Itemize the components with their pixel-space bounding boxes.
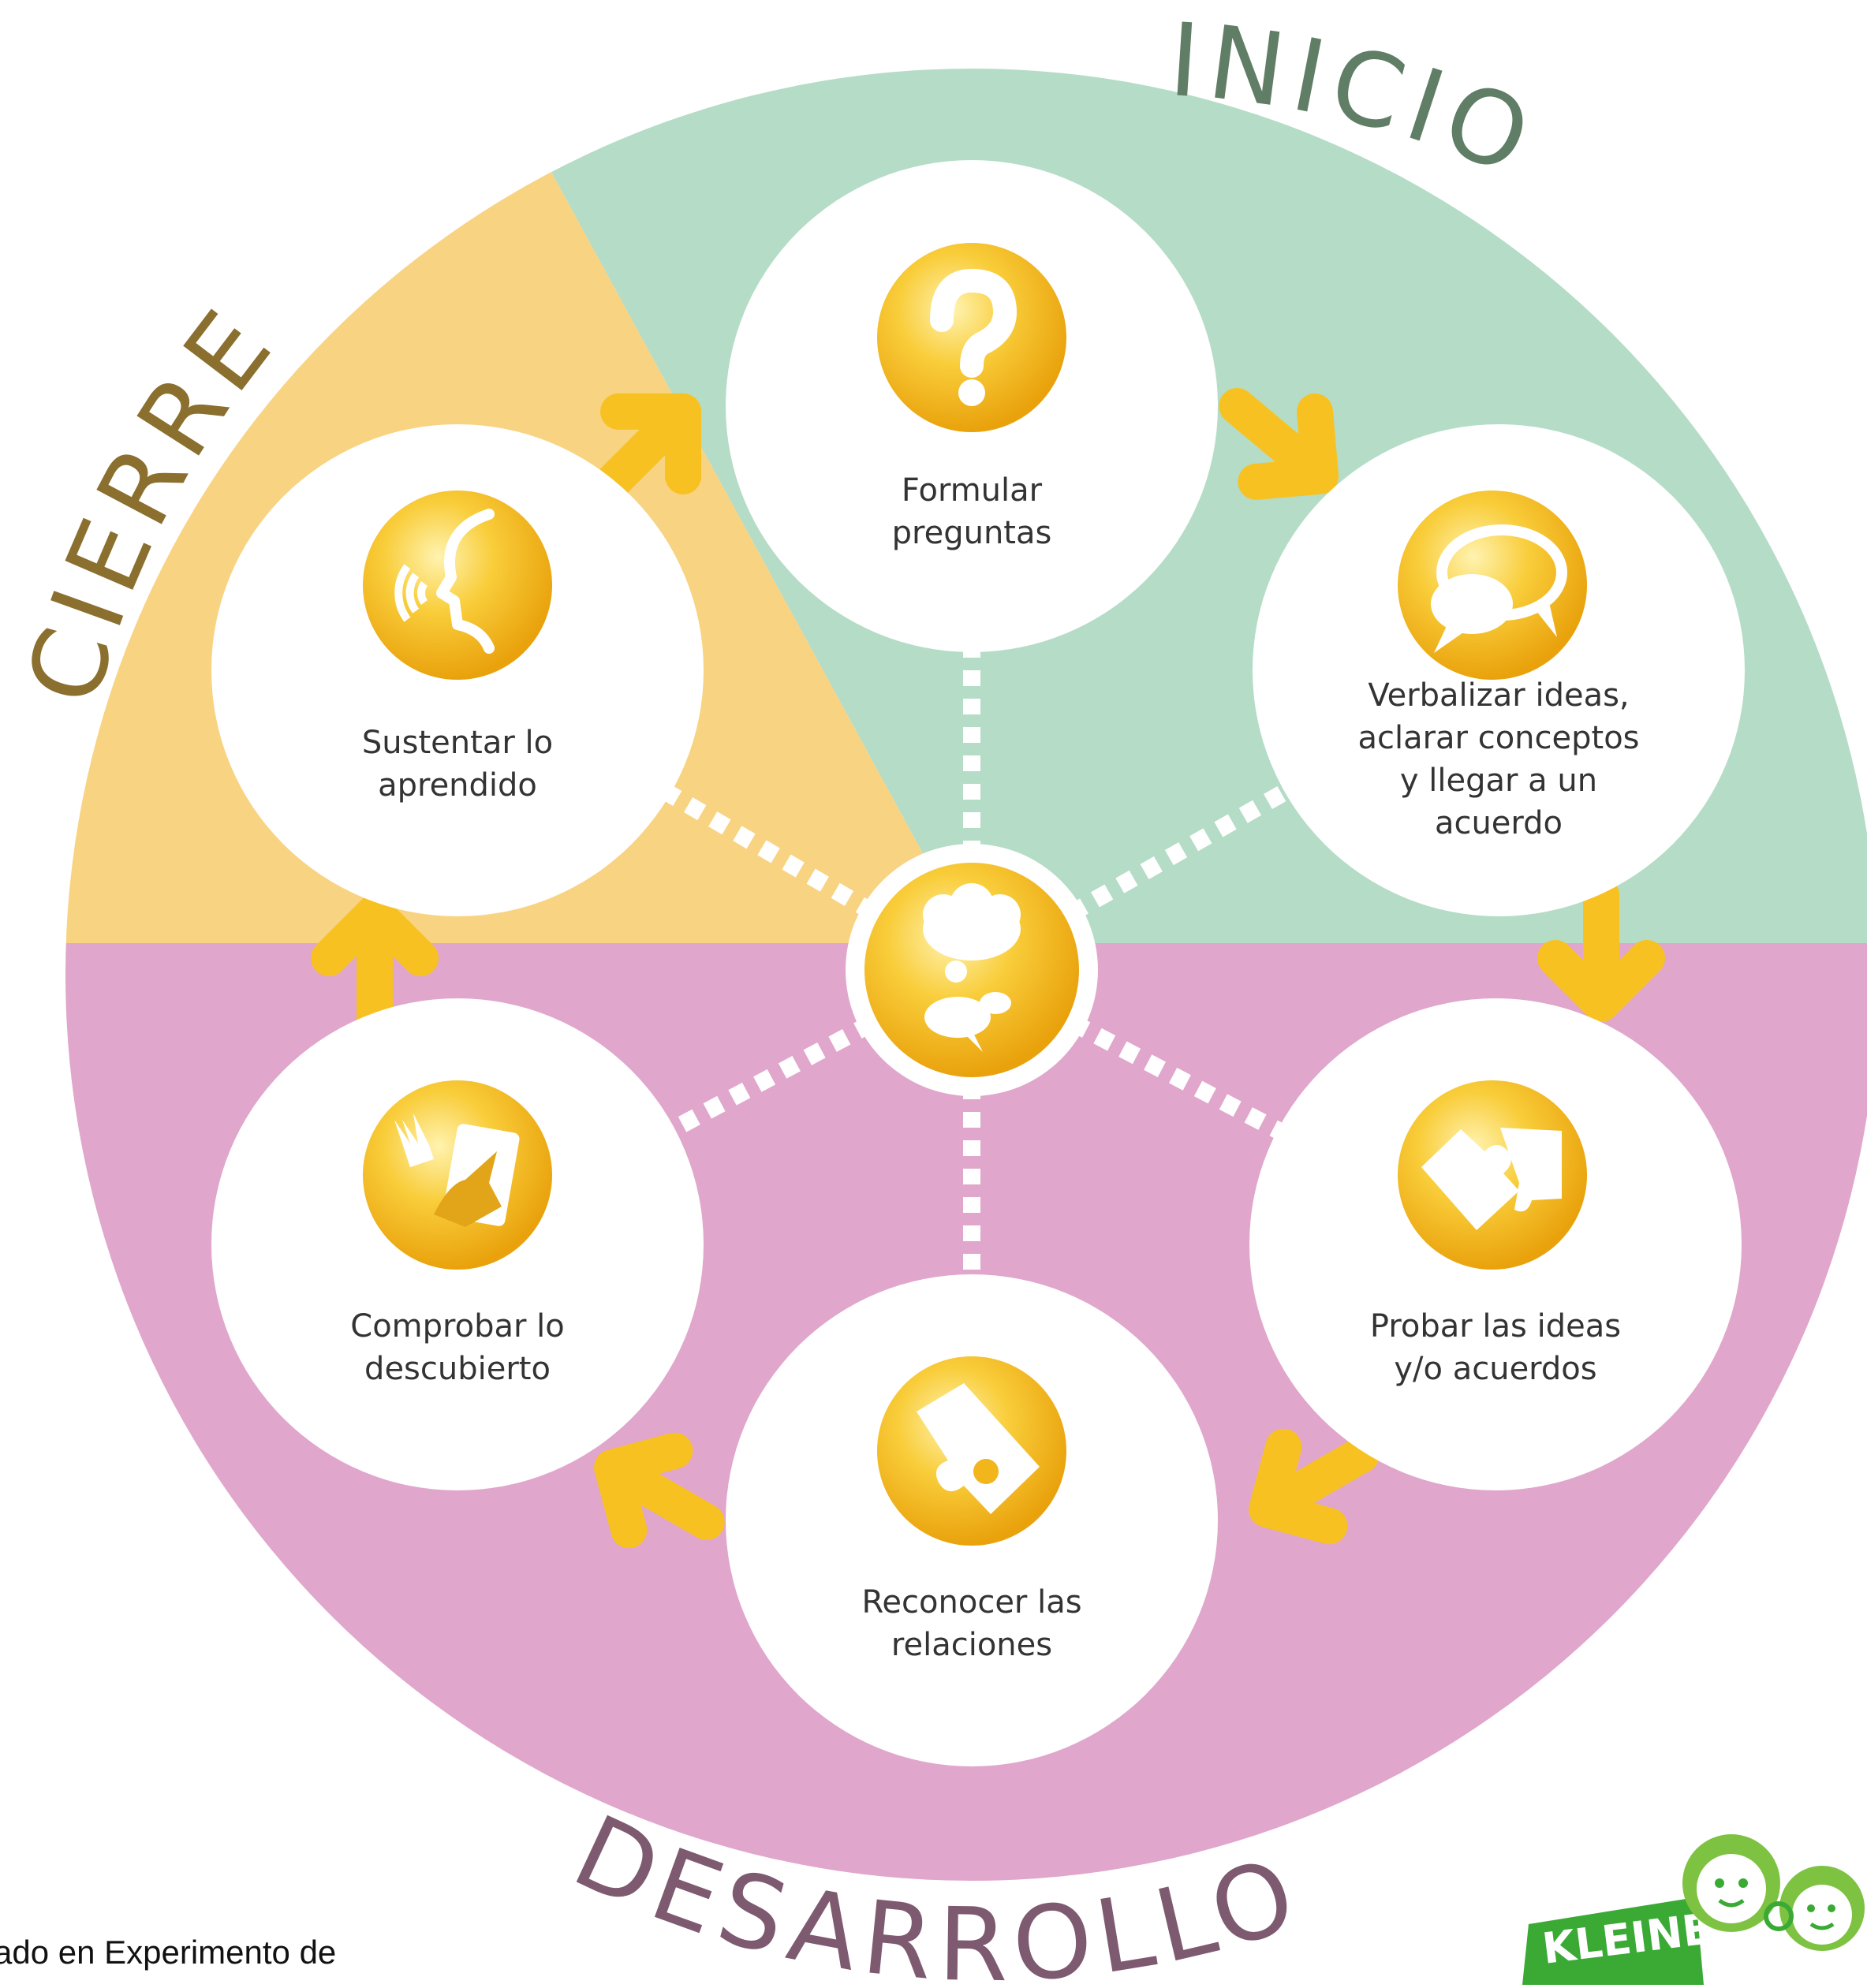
footnote-text: ado en Experimento de [0, 1934, 337, 1971]
question-icon [877, 243, 1066, 432]
speaking-head-icon [363, 490, 552, 680]
arrow-verbalizar-to-probar [1537, 877, 1665, 1022]
puzzle-pieces-icon [1398, 1080, 1587, 1270]
kleine-logo: KLEINE [1522, 1834, 1865, 1985]
puzzle-piece-icon [877, 1356, 1066, 1546]
arrow-probar-to-reconocer [1249, 1428, 1380, 1545]
thought-bubbles-icon [923, 883, 1021, 1052]
logo-kids-icon [1682, 1834, 1865, 1951]
arrow-formular-to-verbalizar [1219, 388, 1339, 500]
arrow-reconocer-to-comprobar [594, 1432, 725, 1549]
arrow-sustentar-to-formular [588, 393, 702, 507]
center-hub [846, 844, 1098, 1096]
arrow-comprobar-to-sustentar [311, 894, 439, 1039]
cycle-arrows [311, 388, 1665, 1549]
speech-bubbles-icon [1398, 490, 1587, 680]
hands-paper-icon [363, 1080, 552, 1270]
